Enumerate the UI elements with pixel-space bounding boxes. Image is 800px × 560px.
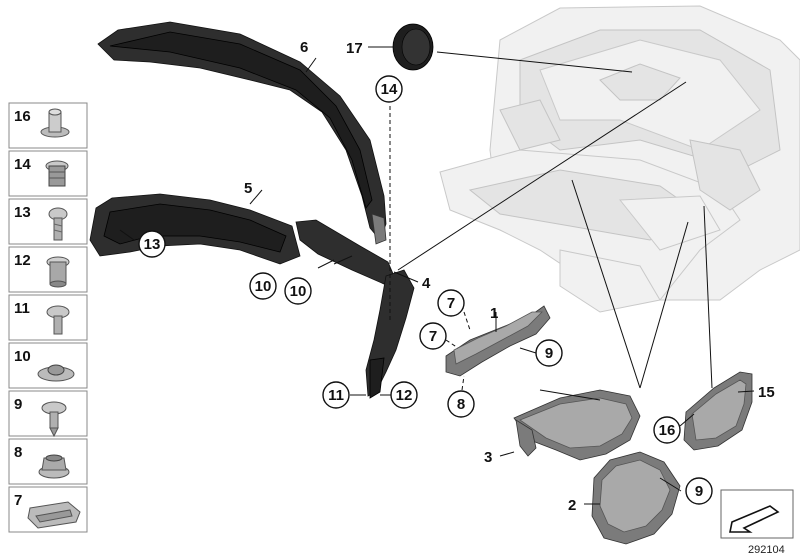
legend-row[interactable]: 7 (8, 486, 88, 533)
legend-row[interactable]: 16 (8, 102, 88, 149)
legend-row[interactable]: 12 (8, 246, 88, 293)
legend-row[interactable]: 9 (8, 390, 88, 438)
fastener-legend: 16 14 13 (8, 102, 88, 533)
callout-16: 16 (659, 422, 676, 439)
callout-13: 13 (144, 236, 161, 253)
callout-6: 6 (300, 39, 308, 56)
part-17-cap (392, 23, 434, 71)
vehicle-body-ghost (439, 5, 800, 313)
callout-1: 1 (490, 305, 498, 322)
pan-head-screw-icon (46, 305, 70, 335)
part-15-side-bracket (683, 371, 753, 451)
legend-row[interactable]: 11 (8, 294, 88, 341)
part-3-lower-cover (513, 389, 641, 461)
part-4-bracket (295, 219, 415, 399)
direction-arrow-icon (729, 505, 780, 533)
callout-10-b: 10 (290, 283, 307, 300)
callout-2: 2 (568, 497, 576, 514)
legend-number: 13 (14, 204, 31, 221)
part-2-heat-shield (591, 451, 681, 545)
part-5-wheel-arch-cover (89, 193, 301, 265)
leader-lines (119, 46, 755, 505)
hex-nut-icon (38, 454, 70, 479)
legend-number: 8 (14, 444, 22, 461)
blind-rivet-nut-icon (46, 256, 70, 288)
callout-15: 15 (758, 384, 775, 401)
callout-17: 17 (346, 40, 363, 57)
legend-number: 14 (14, 156, 31, 173)
callouts: 6 17 5 4 1 3 2 15 14 13 10 10 7 7 9 8 11… (138, 39, 775, 514)
callout-11: 11 (328, 387, 344, 404)
legend-number: 11 (14, 300, 30, 317)
callout-10-a: 10 (255, 278, 272, 295)
legend-number: 7 (14, 492, 22, 509)
callout-5: 5 (244, 180, 252, 197)
spring-clip-nut-icon (27, 501, 81, 529)
part-6-strut-cover (97, 21, 387, 245)
orientation-arrow-box (720, 489, 794, 539)
expanding-rivet-icon (40, 108, 70, 138)
callout-12: 12 (396, 387, 413, 404)
legend-number: 12 (14, 252, 31, 269)
callout-7-b: 7 (429, 328, 437, 345)
flange-screw-icon (41, 401, 67, 438)
callout-8: 8 (457, 396, 465, 413)
legend-number: 10 (14, 348, 31, 365)
diagram-id: 292104 (748, 544, 785, 556)
legend-number: 9 (14, 396, 22, 413)
callout-9-a: 9 (545, 345, 553, 362)
legend-row[interactable]: 8 (8, 438, 88, 485)
legend-row[interactable]: 14 (8, 150, 88, 197)
callout-14: 14 (381, 81, 398, 98)
callout-7-a: 7 (447, 295, 455, 312)
callout-3: 3 (484, 449, 492, 466)
collar-nut-icon (37, 364, 75, 382)
legend-row[interactable]: 10 (8, 342, 88, 389)
oval-head-screw-icon (48, 207, 68, 241)
callout-4: 4 (422, 275, 431, 292)
expanding-nut-icon (45, 160, 69, 187)
legend-number: 16 (14, 108, 31, 125)
callout-9-b: 9 (695, 483, 703, 500)
part-1-bracket (445, 305, 551, 377)
legend-row[interactable]: 13 (8, 198, 88, 245)
